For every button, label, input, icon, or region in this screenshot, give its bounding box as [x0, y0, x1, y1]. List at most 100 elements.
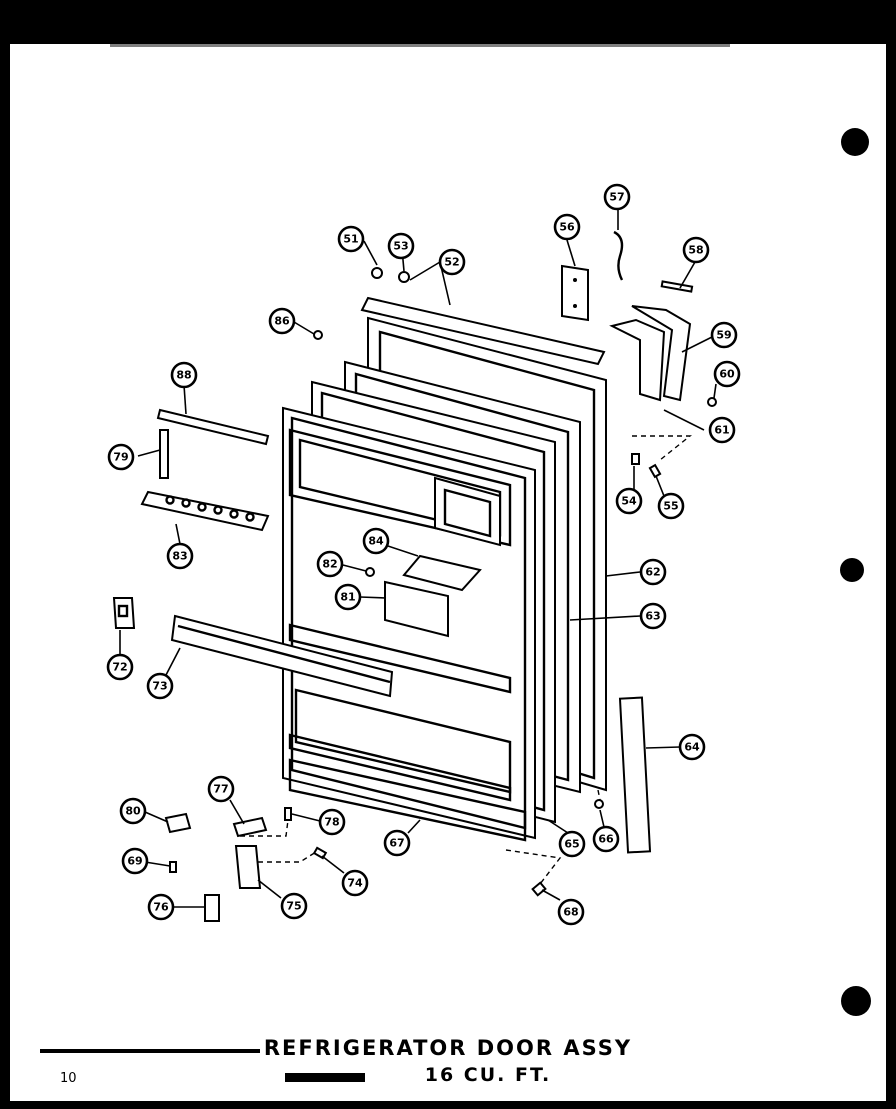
trim-piece: [660, 280, 694, 293]
callout-label: 64: [684, 741, 700, 754]
callout-label: 67: [389, 837, 404, 850]
hinge-bracket: [609, 305, 692, 402]
callout-62: 62: [639, 558, 667, 586]
callout-label: 68: [563, 906, 578, 919]
callout-68: 68: [557, 898, 585, 926]
top-hinge-plate: [561, 264, 589, 322]
callout-label: 51: [343, 233, 358, 246]
callout-72: 72: [106, 653, 134, 681]
callout-label: 55: [663, 500, 678, 513]
callout-58: 58: [682, 236, 710, 264]
screw: [531, 881, 547, 897]
butter-door: [384, 580, 449, 638]
plug-button: [204, 894, 220, 922]
callout-label: 59: [716, 329, 731, 342]
screw: [312, 846, 328, 860]
hinge-lower: [232, 816, 268, 889]
callout-label: 79: [113, 451, 128, 464]
callout-79: 79: [107, 443, 135, 471]
top-trim-strip: [360, 296, 606, 366]
callout-label: 83: [172, 550, 187, 563]
page-number: 10: [60, 1071, 77, 1086]
callout-54: 54: [615, 487, 643, 515]
callout-label: 73: [152, 680, 167, 693]
callout-label: 52: [444, 256, 459, 269]
callout-53: 53: [387, 232, 415, 260]
callout-label: 69: [127, 855, 142, 868]
callout-label: 58: [688, 244, 703, 257]
door-bottom-skirt: [288, 758, 527, 842]
scan-artifacts: [10, 36, 896, 1109]
screw: [594, 799, 604, 809]
callout-label: 81: [340, 591, 355, 604]
screw: [707, 397, 717, 407]
screw: [365, 567, 375, 577]
callout-55: 55: [657, 492, 685, 520]
callout-88: 88: [170, 361, 198, 389]
callout-label: 66: [598, 833, 614, 846]
callout-59: 59: [710, 321, 738, 349]
callout-label: 61: [714, 424, 729, 437]
bushing: [164, 812, 192, 834]
callout-label: 84: [368, 535, 384, 548]
callout-label: 75: [286, 900, 301, 913]
callout-80: 80: [119, 797, 147, 825]
callout-65: 65: [558, 830, 586, 858]
diagram-title: REFRIGERATOR DOOR ASSY: [263, 1036, 633, 1060]
callout-label: 72: [112, 661, 127, 674]
callout-69: 69: [121, 847, 149, 875]
callout-67: 67: [383, 829, 411, 857]
callout-82: 82: [316, 550, 344, 578]
callout-label: 86: [274, 315, 290, 328]
dispenser-cover: [402, 554, 482, 592]
egg-tray: [140, 490, 270, 532]
callout-75: 75: [280, 892, 308, 920]
callout-78: 78: [318, 808, 346, 836]
callout-73: 73: [146, 672, 174, 700]
callout-label: 76: [153, 901, 169, 914]
callout-label: 53: [393, 240, 408, 253]
callout-81: 81: [334, 583, 362, 611]
screw: [398, 271, 410, 283]
callout-label: 74: [347, 877, 363, 890]
callout-label: 78: [324, 816, 339, 829]
callout-56: 56: [553, 213, 581, 241]
callout-57: 57: [603, 183, 631, 211]
callout-label: 62: [645, 566, 660, 579]
callout-77: 77: [207, 775, 235, 803]
door-rack: [170, 614, 394, 698]
leader-lines: [119, 210, 717, 908]
callout-label: 63: [645, 610, 660, 623]
shelf-bracket: [159, 429, 169, 479]
callout-label: 82: [322, 558, 337, 571]
callout-label: 88: [176, 369, 191, 382]
callout-74: 74: [341, 869, 369, 897]
callout-83: 83: [166, 542, 194, 570]
callout-label: 54: [621, 495, 637, 508]
callout-label: 56: [559, 221, 575, 234]
shelf-rail: [156, 408, 270, 446]
callout-label: 80: [125, 805, 141, 818]
callout-64: 64: [678, 733, 706, 761]
callout-61: 61: [708, 416, 736, 444]
screw: [371, 267, 383, 279]
callout-76: 76: [147, 893, 175, 921]
screw: [169, 861, 177, 873]
callout-63: 63: [639, 602, 667, 630]
callout-label: 77: [213, 783, 228, 796]
screw: [648, 463, 662, 479]
callout-60: 60: [713, 360, 741, 388]
callout-52: 52: [438, 248, 466, 276]
callout-51: 51: [337, 225, 365, 253]
callout-86: 86: [268, 307, 296, 335]
handle-latch: [112, 597, 136, 629]
callout-84: 84: [362, 527, 390, 555]
callout-label: 60: [719, 368, 735, 381]
callout-66: 66: [592, 825, 620, 853]
callout-label: 65: [564, 838, 579, 851]
screw: [631, 453, 640, 465]
handle-clip: [613, 230, 624, 281]
screw: [313, 330, 323, 340]
screw: [284, 807, 292, 821]
